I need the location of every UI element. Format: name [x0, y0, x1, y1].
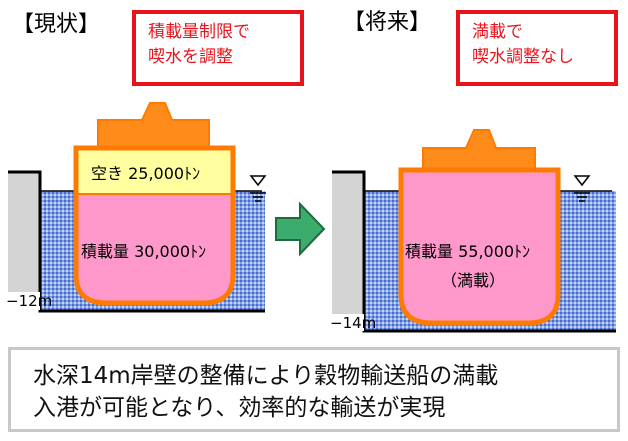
future-ship-body: [398, 167, 561, 326]
current-superstructure: [97, 102, 210, 149]
future-depth-label: −14m: [330, 314, 376, 332]
future-scene: 積載量 55,000ﾄﾝ （満載） −14m: [330, 129, 616, 333]
future-load-label: 積載量 55,000ﾄﾝ: [405, 242, 530, 261]
current-empty-label: 空き 25,000ﾄﾝ: [91, 164, 200, 183]
current-scene: 空き 25,000ﾄﾝ 積載量 30,000ﾄﾝ −12m: [6, 102, 267, 313]
future-superstructure: [422, 129, 536, 171]
current-quay: [8, 172, 40, 310]
future-note: 満載で 喫水調整なし: [456, 10, 618, 86]
current-empty-space: [78, 150, 231, 194]
current-note: 積載量制限で 喫水を調整: [132, 10, 304, 86]
future-depth-box: [332, 314, 364, 331]
transition-arrow: [275, 201, 326, 257]
future-heading: 【将来】: [343, 10, 432, 35]
future-quay-outline: [332, 170, 616, 333]
current-quay-outline: [8, 170, 265, 313]
current-depth-label: −12m: [6, 292, 52, 310]
future-load-note: （満載）: [441, 271, 505, 290]
comparison-diagram: 空き 25,000ﾄﾝ 積載量 30,000ﾄﾝ −12m 積載量 55,000…: [6, 102, 616, 333]
current-depth-box: [8, 292, 40, 310]
future-quay: [332, 172, 364, 330]
current-load-label: 積載量 30,000ﾄﾝ: [81, 242, 206, 261]
current-water-level-icon: [249, 175, 267, 202]
summary-caption: 水深14m岸壁の整備により穀物輸送船の満載 入港が可能となり、効率的な輸送が実現: [8, 347, 620, 432]
current-heading: 【現状】: [12, 12, 101, 37]
future-water-level-icon: [573, 175, 591, 202]
